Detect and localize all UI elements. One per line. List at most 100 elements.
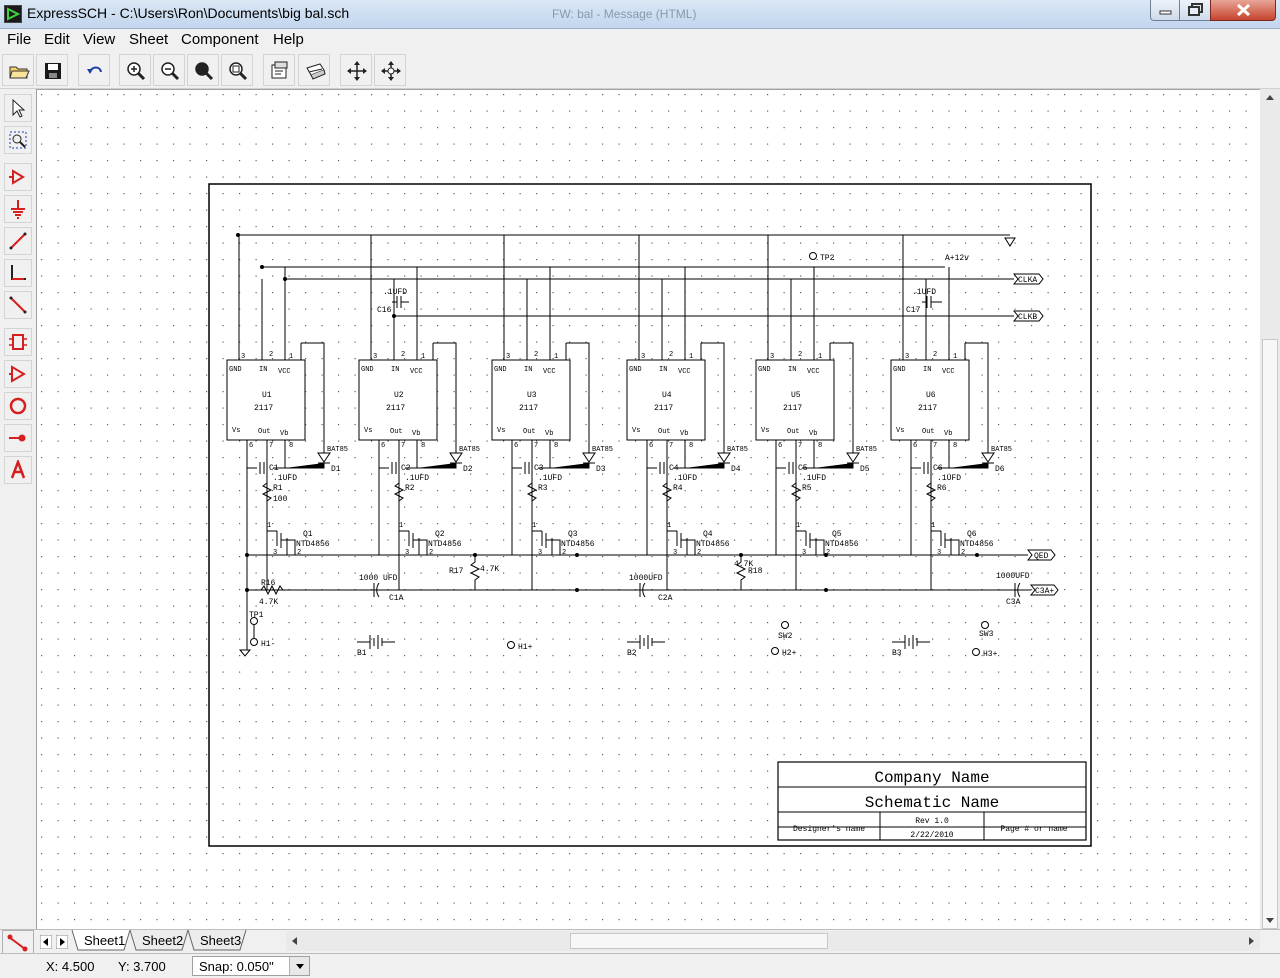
pan-center-button[interactable] — [374, 54, 406, 86]
fet-type: NTD4856 — [428, 540, 462, 549]
ic-pin-gnd: GND — [629, 366, 642, 374]
resistor-designator: R4 — [673, 484, 683, 493]
ic-pin-number: 2 — [798, 351, 802, 359]
ic-pin-in: IN — [923, 366, 931, 374]
title-bar: ExpressSCH - C:\Users\Ron\Documents\big … — [0, 0, 1280, 29]
zoom-fit-button[interactable] — [221, 54, 253, 86]
b3-battery — [892, 635, 930, 649]
fet-pin-number: 2 — [826, 549, 830, 557]
b1-battery — [357, 635, 395, 649]
open-button[interactable] — [2, 54, 34, 86]
cap-value: .1UFD — [538, 474, 562, 483]
ic-designator: U4 — [662, 391, 672, 400]
r16-value: 4.7K — [259, 598, 278, 607]
wire-tool[interactable] — [4, 227, 32, 255]
wire-icon — [9, 232, 27, 250]
ic-pin-number: 6 — [913, 442, 917, 450]
ic-part-number: 2117 — [918, 404, 937, 413]
select-tool[interactable] — [4, 94, 32, 122]
diode-designator: D5 — [860, 465, 870, 474]
c16-label: C16 — [377, 306, 392, 315]
cap-value: .1UFD — [273, 474, 297, 483]
component-tool[interactable] — [4, 328, 32, 356]
ic-pin-vs: Vs — [497, 427, 505, 435]
ic-designator: U3 — [527, 391, 537, 400]
buffer-tool[interactable] — [4, 360, 32, 388]
undo-button[interactable] — [78, 54, 110, 86]
ic-pin-number: 8 — [289, 442, 293, 450]
zoom-select-tool[interactable] — [4, 126, 32, 154]
menu-component[interactable]: Component — [181, 31, 259, 48]
ic-pin-gnd: GND — [758, 366, 771, 374]
diode-type: BAT85 — [991, 446, 1012, 454]
clka-label: CLKA — [1018, 276, 1037, 285]
sheet-properties-button[interactable] — [263, 54, 295, 86]
cap-designator: C6 — [933, 464, 943, 473]
line-tool[interactable] — [4, 291, 32, 319]
fet-pin-number: 3 — [802, 549, 806, 557]
snap-toggle[interactable] — [2, 930, 34, 954]
ic-pin-number: 2 — [534, 351, 538, 359]
menu-sheet[interactable]: Sheet — [129, 31, 169, 48]
pan-button[interactable] — [340, 54, 372, 86]
restore-button[interactable] — [1179, 0, 1211, 21]
cap-designator: C5 — [798, 464, 808, 473]
close-button[interactable] — [1210, 0, 1276, 21]
tab-prev-icon[interactable] — [40, 935, 52, 949]
scroll-down-icon[interactable] — [1260, 913, 1280, 929]
menu-help[interactable]: Help — [273, 31, 304, 48]
bus-tool[interactable] — [4, 259, 32, 287]
horizontal-scrollbar[interactable] — [286, 931, 1260, 951]
junction-dot — [245, 588, 249, 592]
junction-dot — [260, 265, 264, 269]
bus-icon — [11, 265, 26, 280]
clka-port — [1012, 273, 1044, 285]
scroll-right-icon[interactable] — [1244, 931, 1260, 951]
menu-view[interactable]: View — [83, 31, 116, 48]
tab-next-icon[interactable] — [56, 935, 68, 949]
horizontal-scroll-thumb[interactable] — [570, 933, 828, 949]
text-tool[interactable] — [4, 456, 32, 484]
zoom-in-button[interactable] — [119, 54, 151, 86]
zoom-out-button[interactable] — [153, 54, 185, 86]
junction-icon — [9, 434, 26, 442]
clkb-label: CLKB — [1018, 313, 1037, 322]
circle-tool[interactable] — [4, 392, 32, 420]
tab-sheet2[interactable]: Sheet2 — [142, 933, 184, 948]
fet-symbol — [676, 531, 696, 555]
print-button[interactable] — [298, 54, 330, 86]
menu-file[interactable]: File — [7, 31, 32, 48]
junction-tool[interactable] — [4, 424, 32, 452]
tab-sheet1[interactable]: Sheet1 — [84, 933, 126, 948]
save-button[interactable] — [36, 54, 68, 86]
vertical-scroll-thumb[interactable] — [1262, 339, 1278, 929]
fet-type: NTD4856 — [561, 540, 595, 549]
junction-dot — [575, 553, 579, 557]
scroll-left-icon[interactable] — [286, 931, 302, 951]
ic-u4 — [626, 359, 706, 441]
menu-edit[interactable]: Edit — [44, 31, 70, 48]
ic-pin-vb: Vb — [680, 430, 688, 438]
print-icon — [306, 63, 326, 80]
junction-dot — [739, 553, 743, 557]
junction-dot — [575, 588, 579, 592]
snap-dropdown-button[interactable] — [289, 957, 309, 975]
resistor-symbol — [393, 478, 409, 532]
port-tool[interactable] — [4, 163, 32, 191]
ic-pin-vs: Vs — [896, 427, 904, 435]
vertical-scrollbar[interactable] — [1260, 89, 1280, 929]
tab-sheet3[interactable]: Sheet3 — [200, 933, 242, 948]
fet-symbol — [805, 531, 825, 555]
zoom-area-button[interactable] — [187, 54, 219, 86]
diode-designator: D1 — [331, 465, 341, 474]
cap-symbol — [259, 462, 265, 474]
ic-pin-vcc: VCC — [807, 368, 820, 376]
ground-tool[interactable] — [4, 195, 32, 223]
scroll-up-icon[interactable] — [1260, 89, 1280, 105]
ic-pin-number: 2 — [933, 351, 937, 359]
minimize-button[interactable] — [1150, 0, 1180, 21]
snap-select[interactable]: Snap: 0.050" — [192, 956, 310, 976]
c2a-symbol — [633, 582, 657, 598]
b2-battery — [627, 635, 665, 649]
